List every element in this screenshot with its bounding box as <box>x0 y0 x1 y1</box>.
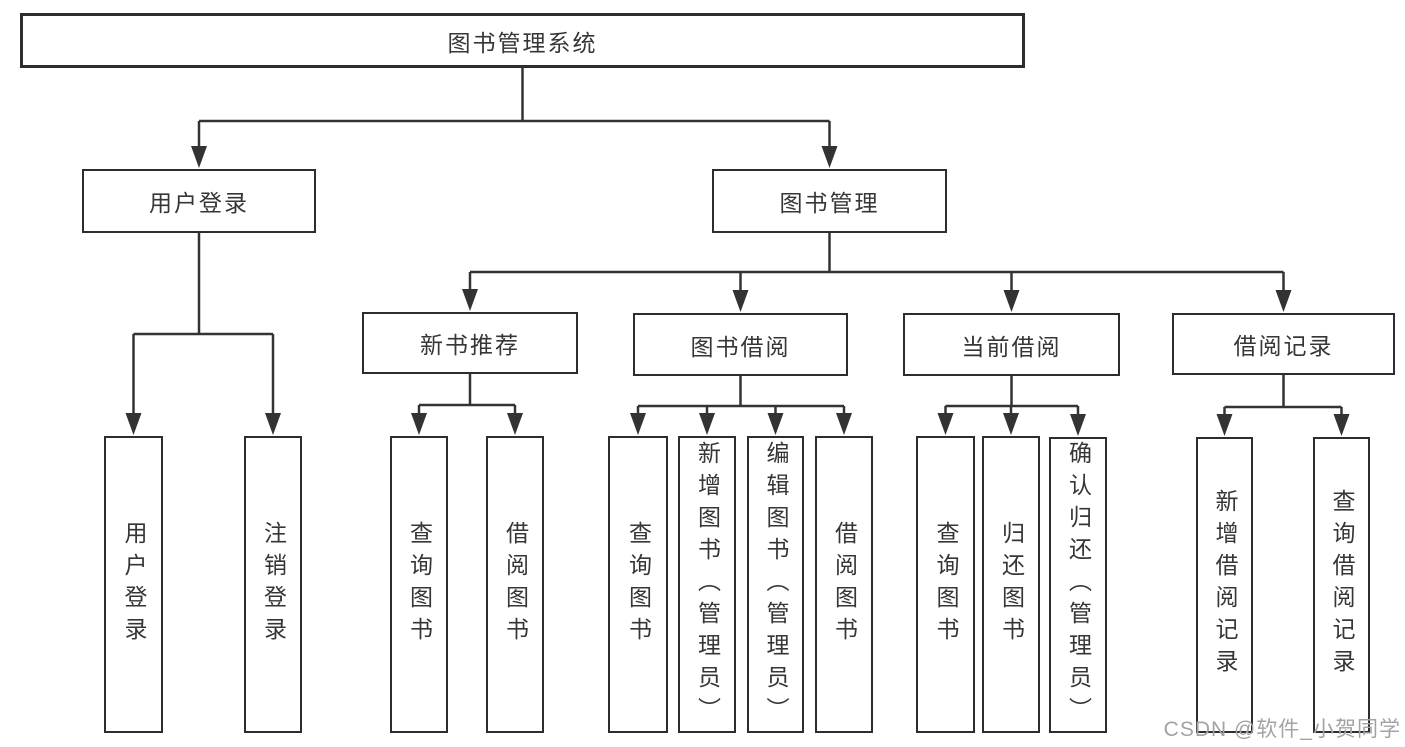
node-user-login-branch: 用户登录 <box>82 169 316 233</box>
node-borrow-books-recommend: 借阅图书 <box>486 436 544 733</box>
arrowhead-icon <box>732 290 749 312</box>
arrowhead-icon <box>1003 290 1020 312</box>
node-add-books-admin-label: 新增图书（管理员） <box>694 440 721 729</box>
node-borrow-books-leaf: 借阅图书 <box>815 436 873 733</box>
arrowhead-icon <box>836 413 852 435</box>
arrowhead-icon <box>1003 413 1019 435</box>
arrowhead-icon <box>630 413 646 435</box>
node-add-borrow-record: 新增借阅记录 <box>1196 437 1253 733</box>
watermark-text: CSDN @软件_小贺同学 <box>1163 718 1401 741</box>
node-edit-books-admin-label: 编辑图书（管理员） <box>763 440 789 729</box>
node-book-management-label: 图书管理 <box>779 190 880 216</box>
node-system-root-label: 图书管理系统 <box>447 29 598 56</box>
node-query-books-borrowing: 查询图书 <box>608 436 668 733</box>
arrowhead-icon <box>699 413 715 435</box>
node-query-borrow-record: 查询借阅记录 <box>1313 437 1370 733</box>
arrowhead-icon <box>821 146 838 168</box>
node-confirm-return-admin: 确认归还（管理员） <box>1049 437 1107 733</box>
arrowhead-icon <box>191 146 207 168</box>
arrowhead-icon <box>1070 414 1086 436</box>
node-return-books-label: 归还图书 <box>998 520 1025 649</box>
node-logout-leaf: 注销登录 <box>244 436 302 733</box>
node-new-book-recommend-label: 新书推荐 <box>420 332 520 358</box>
arrowhead-icon <box>411 413 427 435</box>
node-confirm-return-admin-label: 确认归还（管理员） <box>1065 441 1092 729</box>
node-query-books-recommend: 查询图书 <box>390 436 448 733</box>
node-current-borrowing-label: 当前借阅 <box>961 333 1062 360</box>
node-book-borrowing: 图书借阅 <box>633 313 848 376</box>
arrowhead-icon <box>767 413 784 435</box>
arrowhead-icon <box>462 289 478 311</box>
node-query-books-borrowing-label: 查询图书 <box>625 520 652 649</box>
node-query-books-recommend-label: 查询图书 <box>406 520 433 649</box>
node-query-borrow-record-label: 查询借阅记录 <box>1329 489 1355 681</box>
node-user-login-leaf: 用户登录 <box>104 436 163 733</box>
arrowhead-icon <box>125 413 142 435</box>
node-logout-leaf-label: 注销登录 <box>260 520 287 649</box>
arrowhead-icon <box>1275 290 1292 312</box>
node-add-books-admin: 新增图书（管理员） <box>678 436 736 733</box>
node-borrow-books-recommend-label: 借阅图书 <box>502 520 529 649</box>
arrowhead-icon <box>265 413 281 435</box>
node-new-book-recommend: 新书推荐 <box>362 312 578 374</box>
node-query-books-current: 查询图书 <box>916 436 975 733</box>
arrowhead-icon <box>1333 414 1350 436</box>
node-edit-books-admin: 编辑图书（管理员） <box>747 436 804 733</box>
node-book-management: 图书管理 <box>712 169 947 233</box>
node-query-books-current-label: 查询图书 <box>933 520 959 649</box>
arrowhead-icon <box>507 413 523 435</box>
node-user-login-branch-label: 用户登录 <box>149 190 249 216</box>
node-add-borrow-record-label: 新增借阅记录 <box>1212 489 1238 681</box>
node-borrowing-records: 借阅记录 <box>1172 313 1395 375</box>
node-borrowing-records-label: 借阅记录 <box>1233 333 1334 359</box>
node-return-books: 归还图书 <box>982 436 1040 733</box>
node-current-borrowing: 当前借阅 <box>903 313 1120 376</box>
node-book-borrowing-label: 图书借阅 <box>690 333 791 360</box>
arrowhead-icon <box>1216 414 1233 436</box>
node-user-login-leaf-label: 用户登录 <box>121 520 147 649</box>
node-system-root: 图书管理系统 <box>20 13 1025 68</box>
arrowhead-icon <box>937 413 954 435</box>
node-borrow-books-leaf-label: 借阅图书 <box>831 520 858 649</box>
